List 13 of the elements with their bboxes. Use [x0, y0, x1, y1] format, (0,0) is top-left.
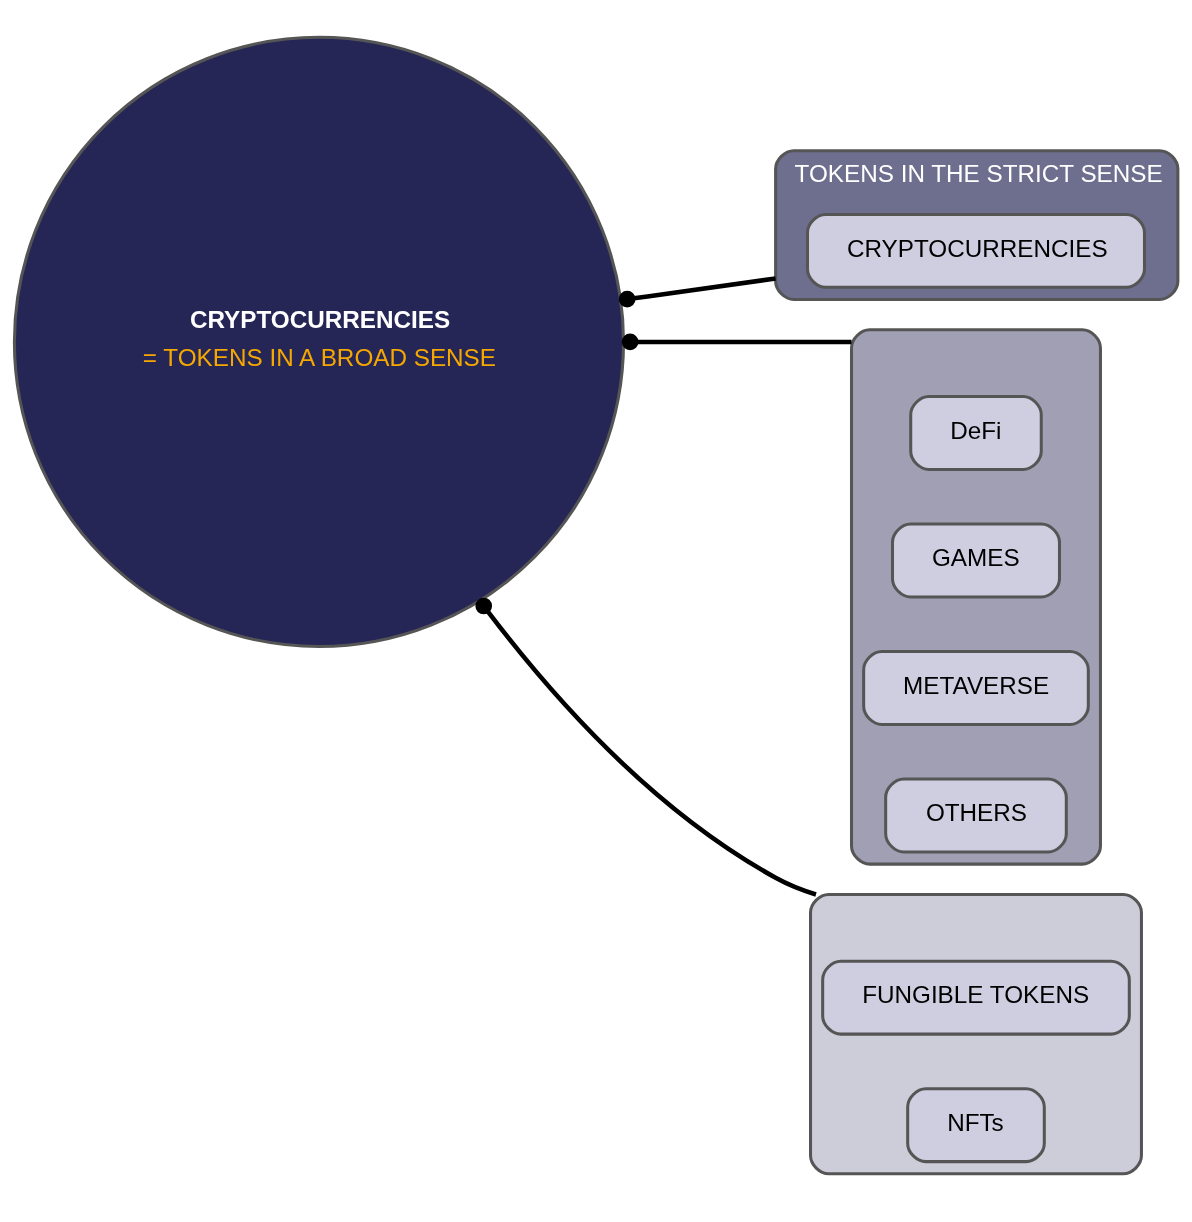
node-box: DeFi — [909, 394, 1043, 471]
node-box: GAMES — [891, 522, 1061, 598]
cluster — [850, 327, 1102, 866]
node-box: OTHERS — [884, 777, 1068, 853]
node-box: METAVERSE — [862, 649, 1090, 726]
connector — [621, 333, 852, 350]
node-box: NFTs — [906, 1086, 1046, 1163]
cluster — [809, 892, 1143, 1175]
node-box: CRYPTOCURRENCIES — [805, 212, 1146, 289]
connector — [618, 275, 776, 308]
node-box: FUNGIBLE TOKENS — [821, 959, 1131, 1036]
connector — [475, 597, 817, 897]
node-circle: CRYPTOCURRENCIES = TOKENS IN A BROAD SENSE — [12, 35, 626, 648]
